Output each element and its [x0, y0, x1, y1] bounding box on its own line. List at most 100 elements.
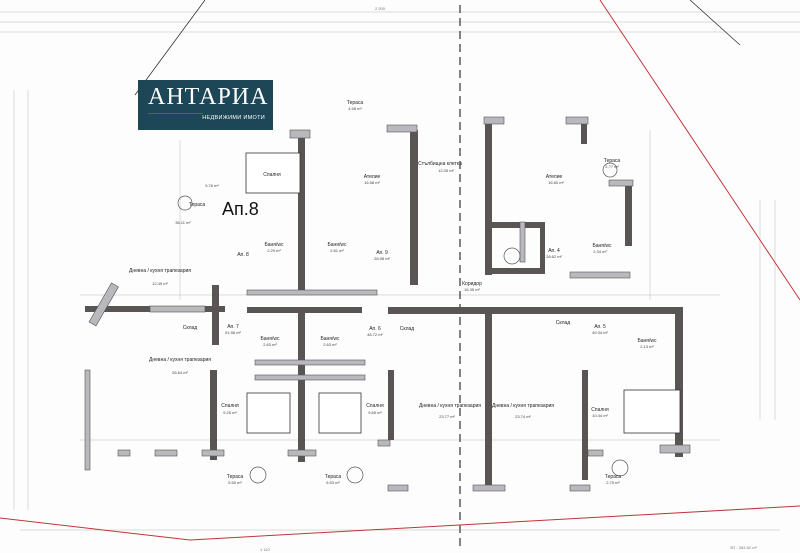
room-area: 12.05 m² [438, 168, 454, 173]
room-area: 9.65 m² [368, 410, 382, 415]
room-area: 36.11 m² [175, 220, 191, 225]
room-label: Баня/wc2.13 m² [637, 338, 657, 349]
room-area: 16.60 m² [548, 180, 564, 185]
site-line [689, 0, 741, 46]
room-label: Спалня 9.76 m² [205, 172, 281, 188]
room-name: Баня/wc [320, 336, 340, 342]
room-area: 23.77 m² [439, 414, 455, 419]
room-label: Дневна / кухня трапезария 26.64 m² [149, 357, 211, 375]
room-name: Дневна / кухня трапезария [149, 357, 211, 363]
room-label: Дневна / кухня трапезария 23.77 m² [419, 403, 481, 419]
dimension-top: 2 200 [375, 6, 386, 11]
room-area: 2.63 m² [323, 342, 337, 347]
room-name: Склад [183, 325, 198, 331]
room-name: Тераса [605, 474, 622, 480]
room-area: 2.?? m² [605, 164, 619, 169]
room-area: 10.44 m² [592, 413, 608, 418]
room-name: Тераса [347, 100, 364, 106]
room-label: Баня/wc2.81 m² [327, 242, 347, 253]
dimension-bottom: 1 110 [260, 547, 270, 552]
room-name: Баня/wc [264, 242, 284, 248]
room-name: Склад [556, 320, 571, 326]
logo-tagline: НЕДВИЖИМИ ИМОТИ [202, 115, 265, 121]
room-label: Ап. 648.72 m² [367, 326, 383, 337]
room-label: Ап. 428.62 m² [546, 248, 562, 259]
plot-boundary [599, 0, 800, 301]
room-label: Ап. 8 [237, 252, 249, 258]
room-area: 16.35 m² [464, 287, 480, 292]
room-area: 5.53 m² [326, 480, 340, 485]
room-name: Дневна / кухня трапезария [129, 268, 191, 274]
grid-lines [0, 11, 800, 531]
room-name: Стълбищна клетка [418, 161, 462, 167]
company-logo: АНТАРИА НЕДВИЖИМИ ИМОТИ [138, 80, 273, 130]
site-line [134, 0, 206, 96]
room-name: Ап. 8 [237, 252, 249, 258]
room-area: 2.13 m² [640, 344, 654, 349]
room-name: Ап. 6 [369, 326, 381, 332]
room-name: Спалня [591, 407, 609, 413]
walls [84, 116, 691, 492]
room-name: Ап. 7 [227, 324, 239, 330]
room-name: Склад [400, 326, 415, 332]
room-name: Баня/wc [327, 242, 347, 248]
room-label: Ап. 549.34 m² [592, 324, 608, 335]
room-name: Ателие [364, 174, 381, 180]
built-area: ЗП - 263.52 m² [730, 545, 758, 550]
room-name: Баня/wc [592, 243, 612, 249]
logo-name: АНТАРИА [148, 84, 269, 110]
room-area: 2.75 m² [606, 480, 620, 485]
apartment-callout: Ап.8 [222, 199, 259, 219]
accessible-icons [177, 162, 629, 484]
room-area: 2.34 m² [593, 249, 607, 254]
room-label: Склад [400, 326, 415, 332]
room-area: 2.63 m² [263, 342, 277, 347]
room-area: 28.62 m² [546, 254, 562, 259]
plot-boundary [0, 505, 800, 541]
room-name: Тераса [325, 474, 342, 480]
room-area: 49.34 m² [592, 330, 608, 335]
room-name: Баня/wc [260, 336, 280, 342]
room-name: Ап. 9 [376, 250, 388, 256]
room-area: 16.58 m² [364, 180, 380, 185]
room-label: Ап. 751.56 m² [225, 324, 241, 335]
room-area: 5.50 m² [228, 480, 242, 485]
room-name: Спалня [221, 403, 239, 409]
room-area: 26.64 m² [172, 370, 188, 375]
logo-underline [148, 113, 203, 114]
room-name: Тераса [227, 474, 244, 480]
room-label: Склад [556, 320, 571, 326]
room-area: 9.76 m² [205, 183, 219, 188]
room-label: Баня/wc2.63 m² [320, 336, 340, 347]
room-name: Ателие [546, 174, 563, 180]
room-name: Ап. 4 [548, 248, 560, 254]
room-area: 28.98 m² [374, 256, 390, 261]
room-name: Коридор [462, 281, 482, 287]
room-name: Дневна / кухня трапезария [492, 403, 554, 409]
dimension-labels: 2 200 1 110 ЗП - 263.52 m² [260, 6, 758, 552]
room-area: 51.56 m² [225, 330, 241, 335]
room-area: 4.58 m² [348, 106, 362, 111]
room-name: Баня/wc [637, 338, 657, 344]
room-name: Спалня [263, 172, 281, 178]
beds [245, 152, 681, 434]
room-name: Спалня [366, 403, 384, 409]
room-area: 9.25 m² [223, 410, 237, 415]
room-name: Дневна / кухня трапезария [419, 403, 481, 409]
